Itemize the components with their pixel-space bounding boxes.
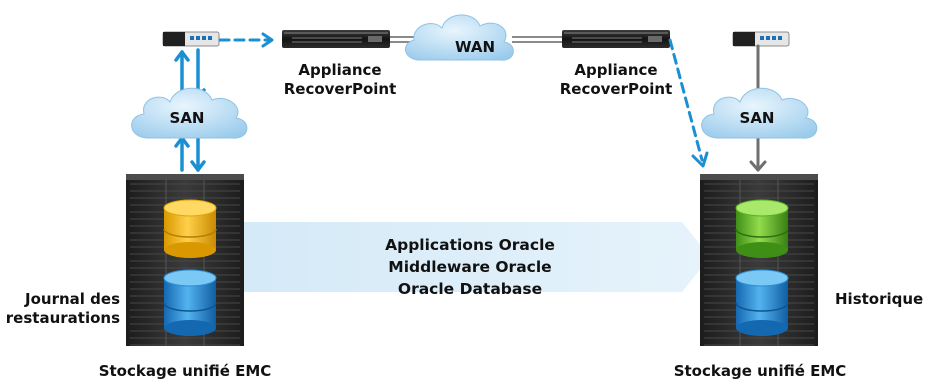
database-cylinder-icon-journal [163, 199, 217, 258]
fc-switch-icon-left [162, 31, 220, 47]
storage-label-left: Stockage unifié EMC [98, 362, 272, 380]
fc-switch-icon-right [732, 31, 790, 47]
rack-appliance-icon-right [562, 30, 670, 48]
historique-label: Historique [835, 290, 924, 308]
dashed-link-switch-to-appliance [218, 32, 274, 48]
cloud-icon-san-right [701, 87, 818, 139]
san-storage-link-left [174, 136, 206, 172]
cloud-icon-san-left [131, 87, 248, 139]
database-cylinder-icon-primary [163, 269, 217, 336]
rack-appliance-icon-left [282, 30, 390, 48]
storage-label-right: Stockage unifié EMC [673, 362, 847, 380]
appliance-label-right: Appliance RecoverPoint [559, 61, 673, 98]
database-cylinder-icon-replica [735, 199, 789, 258]
wan-link-right [512, 36, 562, 43]
cloud-icon-wan [405, 14, 514, 61]
appliance-label-left: Appliance RecoverPoint [283, 61, 397, 98]
san-label-right: SAN [739, 109, 775, 127]
san-label-left: SAN [169, 109, 205, 127]
application-band-arrow [212, 222, 710, 292]
application-stack-text: Applications Oracle Middleware Oracle Or… [385, 236, 555, 298]
dashed-link-appliance-to-storage [668, 38, 709, 168]
journal-label: Journal des restaurations [5, 290, 120, 327]
wan-label: WAN [454, 38, 496, 56]
database-cylinder-icon-historique [735, 269, 789, 336]
